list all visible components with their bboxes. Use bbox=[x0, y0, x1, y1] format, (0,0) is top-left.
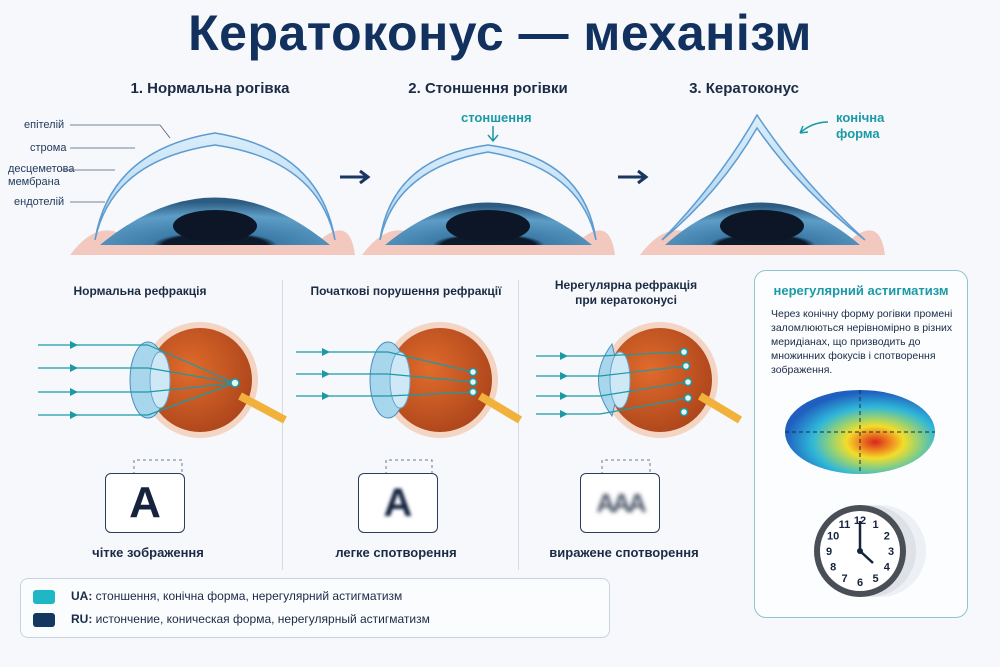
thinning-label: стоншення bbox=[461, 110, 532, 125]
corneal-topography-map bbox=[785, 390, 935, 474]
eye-diagram-normal bbox=[38, 322, 287, 438]
layer-leader-lines bbox=[62, 124, 171, 203]
caption-severe: виражене спотворення bbox=[549, 545, 699, 560]
stage-1-title: 1. Нормальна рогівка bbox=[130, 80, 290, 97]
letter-box-mild: A bbox=[358, 473, 438, 533]
divider-2 bbox=[518, 280, 519, 570]
eye-diagram-keratoconus bbox=[536, 322, 743, 438]
cornea-stages-illustration bbox=[62, 113, 885, 255]
clock-number: 1 bbox=[872, 519, 878, 531]
letter-box-clear: A bbox=[105, 473, 185, 533]
dashed-connectors bbox=[133, 459, 651, 475]
legend-swatch-ru bbox=[33, 612, 55, 627]
letter-severe: AAA bbox=[596, 488, 646, 518]
clock-number: 2 bbox=[884, 531, 890, 543]
legend-text-ua: стоншення, конічна форма, нерегулярний а… bbox=[95, 589, 403, 603]
eye-normal-cornea bbox=[70, 132, 355, 255]
stage-3-title: 3. Кератоконус bbox=[689, 80, 799, 97]
eye-keratoconus bbox=[640, 113, 885, 255]
clock-number: 8 bbox=[830, 562, 836, 574]
conical-label-2: форма bbox=[836, 126, 880, 141]
caption-mild: легке спотворення bbox=[335, 545, 457, 560]
clock-number: 7 bbox=[841, 573, 847, 585]
stage-2-title: 2. Стоншення рогівки bbox=[408, 80, 568, 97]
caption-clear: чітке зображення bbox=[92, 545, 204, 560]
divider-1 bbox=[282, 280, 283, 570]
legend-lang-ru: RU: bbox=[71, 612, 93, 626]
legend-text-ru: истончение, коническая форма, нерегулярн… bbox=[95, 612, 430, 626]
legend-box: UA: стоншення, конічна форма, нерегулярн… bbox=[20, 578, 610, 638]
letter-clear: A bbox=[129, 478, 161, 527]
clock-number: 4 bbox=[884, 562, 891, 574]
clock-number: 5 bbox=[872, 573, 878, 585]
clock-number: 3 bbox=[888, 546, 894, 558]
clock-number: 9 bbox=[826, 546, 832, 558]
legend-row-ru: RU: истончение, коническая форма, нерегу… bbox=[33, 612, 430, 627]
astigmatism-panel: нерегулярний астигматизм Через конічну ф… bbox=[754, 270, 968, 618]
astigmatism-title: нерегулярний астигматизм bbox=[773, 283, 949, 298]
eye-diagram-initial bbox=[296, 322, 523, 438]
conical-arrow-icon bbox=[799, 121, 829, 134]
legend-lang-ua: UA: bbox=[71, 589, 93, 603]
refraction-2-title: Початкові порушення рефракції bbox=[310, 284, 502, 298]
conical-label-1: конічна bbox=[836, 110, 885, 125]
letter-mild: A bbox=[383, 481, 413, 525]
arrow-right-icon bbox=[340, 169, 371, 185]
topography-and-clock: 121234567891011 bbox=[785, 390, 935, 597]
page-title: Кератоконус — механізм bbox=[188, 5, 812, 61]
eye-thinning-cornea bbox=[362, 144, 615, 255]
arrow-right-icon-2 bbox=[618, 169, 649, 185]
thinning-arrow-icon bbox=[487, 126, 499, 143]
astigmatism-text: Через конічну форму рогівки промені зало… bbox=[771, 308, 953, 376]
label-descemet-1: десцеметова bbox=[8, 163, 75, 175]
label-epithelium: епітелій bbox=[24, 119, 65, 131]
refraction-1-title: Нормальна рефракція bbox=[73, 284, 207, 298]
label-stroma: строма bbox=[30, 142, 67, 154]
legend-row-ua: UA: стоншення, конічна форма, нерегулярн… bbox=[33, 589, 402, 604]
clock-number: 11 bbox=[839, 519, 851, 531]
legend-swatch-ua bbox=[33, 589, 55, 604]
label-descemet-2: мембрана bbox=[8, 176, 60, 188]
distorted-clock-icon: 121234567891011 bbox=[814, 505, 926, 597]
letter-box-severe: AAA bbox=[580, 473, 660, 533]
refraction-3-title-1: Нерегулярна рефракція bbox=[554, 278, 698, 292]
refraction-3-title-2: при кератоконусі bbox=[575, 293, 677, 307]
label-endothelium: ендотелій bbox=[14, 196, 65, 208]
clock-number: 6 bbox=[857, 577, 863, 589]
refraction-diagrams bbox=[38, 322, 743, 475]
clock-number: 10 bbox=[827, 531, 839, 543]
